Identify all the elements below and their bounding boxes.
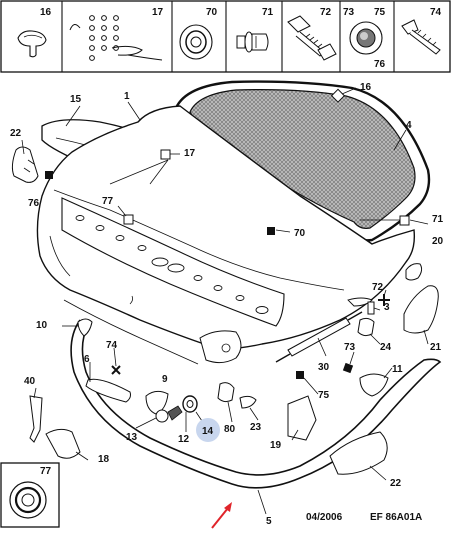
callout-10: 10 — [36, 320, 48, 331]
seal-kit-icon — [69, 15, 163, 61]
legend-label-74: 74 — [430, 7, 442, 18]
plug-marker-73 — [342, 362, 354, 374]
callout-16: 16 — [360, 82, 372, 93]
callout-4: 4 — [406, 120, 412, 131]
callout-40: 40 — [24, 376, 36, 387]
plug-marker-75 — [296, 371, 304, 379]
callout-74: 74 — [106, 340, 118, 351]
callout-15: 15 — [70, 94, 82, 105]
callout-23: 23 — [250, 422, 262, 433]
legend-label-16: 16 — [40, 7, 52, 18]
legend-label-70: 70 — [206, 7, 218, 18]
bump-stop-24 — [357, 317, 375, 337]
plug-icon — [349, 21, 383, 55]
grommet-icon — [179, 24, 213, 60]
callout-13: 13 — [126, 432, 138, 443]
emblem-10 — [77, 318, 93, 337]
callout-5: 5 — [266, 516, 272, 527]
button-23 — [239, 395, 257, 409]
striker-11 — [359, 373, 389, 397]
handle-6 — [85, 378, 131, 403]
callout-80: 80 — [224, 424, 236, 435]
boot-seal — [70, 319, 442, 489]
seal-12-inner — [186, 400, 194, 408]
callout-75: 75 — [318, 390, 330, 401]
bolt-icon — [287, 15, 337, 61]
buffer-21 — [403, 285, 439, 334]
legend-label-72: 72 — [320, 7, 332, 18]
lock-cylinder-13 — [155, 405, 183, 423]
callout-19: 19 — [270, 440, 282, 451]
plug-marker-76 — [45, 171, 53, 179]
callout-76: 76 — [28, 198, 40, 209]
footer-date: 04/2006 — [306, 512, 343, 523]
callout-11: 11 — [392, 364, 403, 375]
rivet-clip-icon — [236, 31, 269, 53]
clip-marker-16 — [330, 88, 346, 103]
clip-marker-17 — [160, 149, 171, 160]
clip-marker-71 — [399, 215, 410, 226]
rod-40 — [29, 395, 43, 443]
callout-18: 18 — [98, 454, 110, 465]
plug-80 — [217, 382, 235, 403]
callout-72: 72 — [372, 282, 384, 293]
highlight-badge-14 — [196, 418, 220, 442]
callout-22-lower: 22 — [390, 478, 402, 489]
parts-legend-strip: 16 17 70 71 — [0, 0, 451, 73]
callout-6: 6 — [84, 354, 90, 365]
callout-3: 3 — [384, 302, 390, 313]
emblem-9 — [145, 390, 169, 415]
hinge-left — [11, 146, 39, 183]
callout-73: 73 — [344, 342, 356, 353]
bracket-19 — [287, 395, 317, 441]
legend-label-17: 17 — [152, 7, 164, 18]
push-clip-icon — [17, 30, 47, 58]
ring-plug-icon — [9, 481, 47, 519]
callout-71: 71 — [432, 214, 444, 225]
callout-12: 12 — [178, 434, 190, 445]
legend-label-73: 73 — [343, 7, 355, 18]
legend-label-76: 76 — [374, 59, 386, 70]
callout-21: 21 — [430, 342, 442, 353]
callout-30: 30 — [318, 362, 330, 373]
grommet-marker-70 — [267, 227, 275, 235]
callout-9: 9 — [162, 374, 168, 385]
screw-marker-74 — [111, 365, 121, 375]
tailgate-body — [36, 105, 416, 365]
bracket-18 — [45, 428, 81, 459]
callout-1: 1 — [124, 91, 130, 102]
bracket-20 — [405, 263, 423, 281]
pointer-arrow — [211, 502, 232, 529]
screw-icon — [401, 19, 441, 55]
legend-label-71: 71 — [262, 7, 274, 18]
inset-label-77: 77 — [40, 466, 52, 477]
clip-marker-77 — [123, 214, 134, 225]
callout-22-upper: 22 — [10, 128, 22, 139]
callout-24: 24 — [380, 342, 392, 353]
latch-bracket-22 — [329, 431, 388, 475]
stud-3 — [367, 301, 375, 315]
footer-reference: EF 86A01A — [370, 512, 422, 523]
inset-panel-77: 77 — [0, 462, 60, 528]
legend-label-75: 75 — [374, 7, 386, 18]
callout-20: 20 — [432, 236, 444, 247]
callout-70: 70 — [294, 228, 306, 239]
callout-77: 77 — [102, 196, 114, 207]
callout-14: 14 — [202, 426, 214, 437]
gas-strut-30 — [275, 311, 363, 363]
callout-17: 17 — [184, 148, 196, 159]
